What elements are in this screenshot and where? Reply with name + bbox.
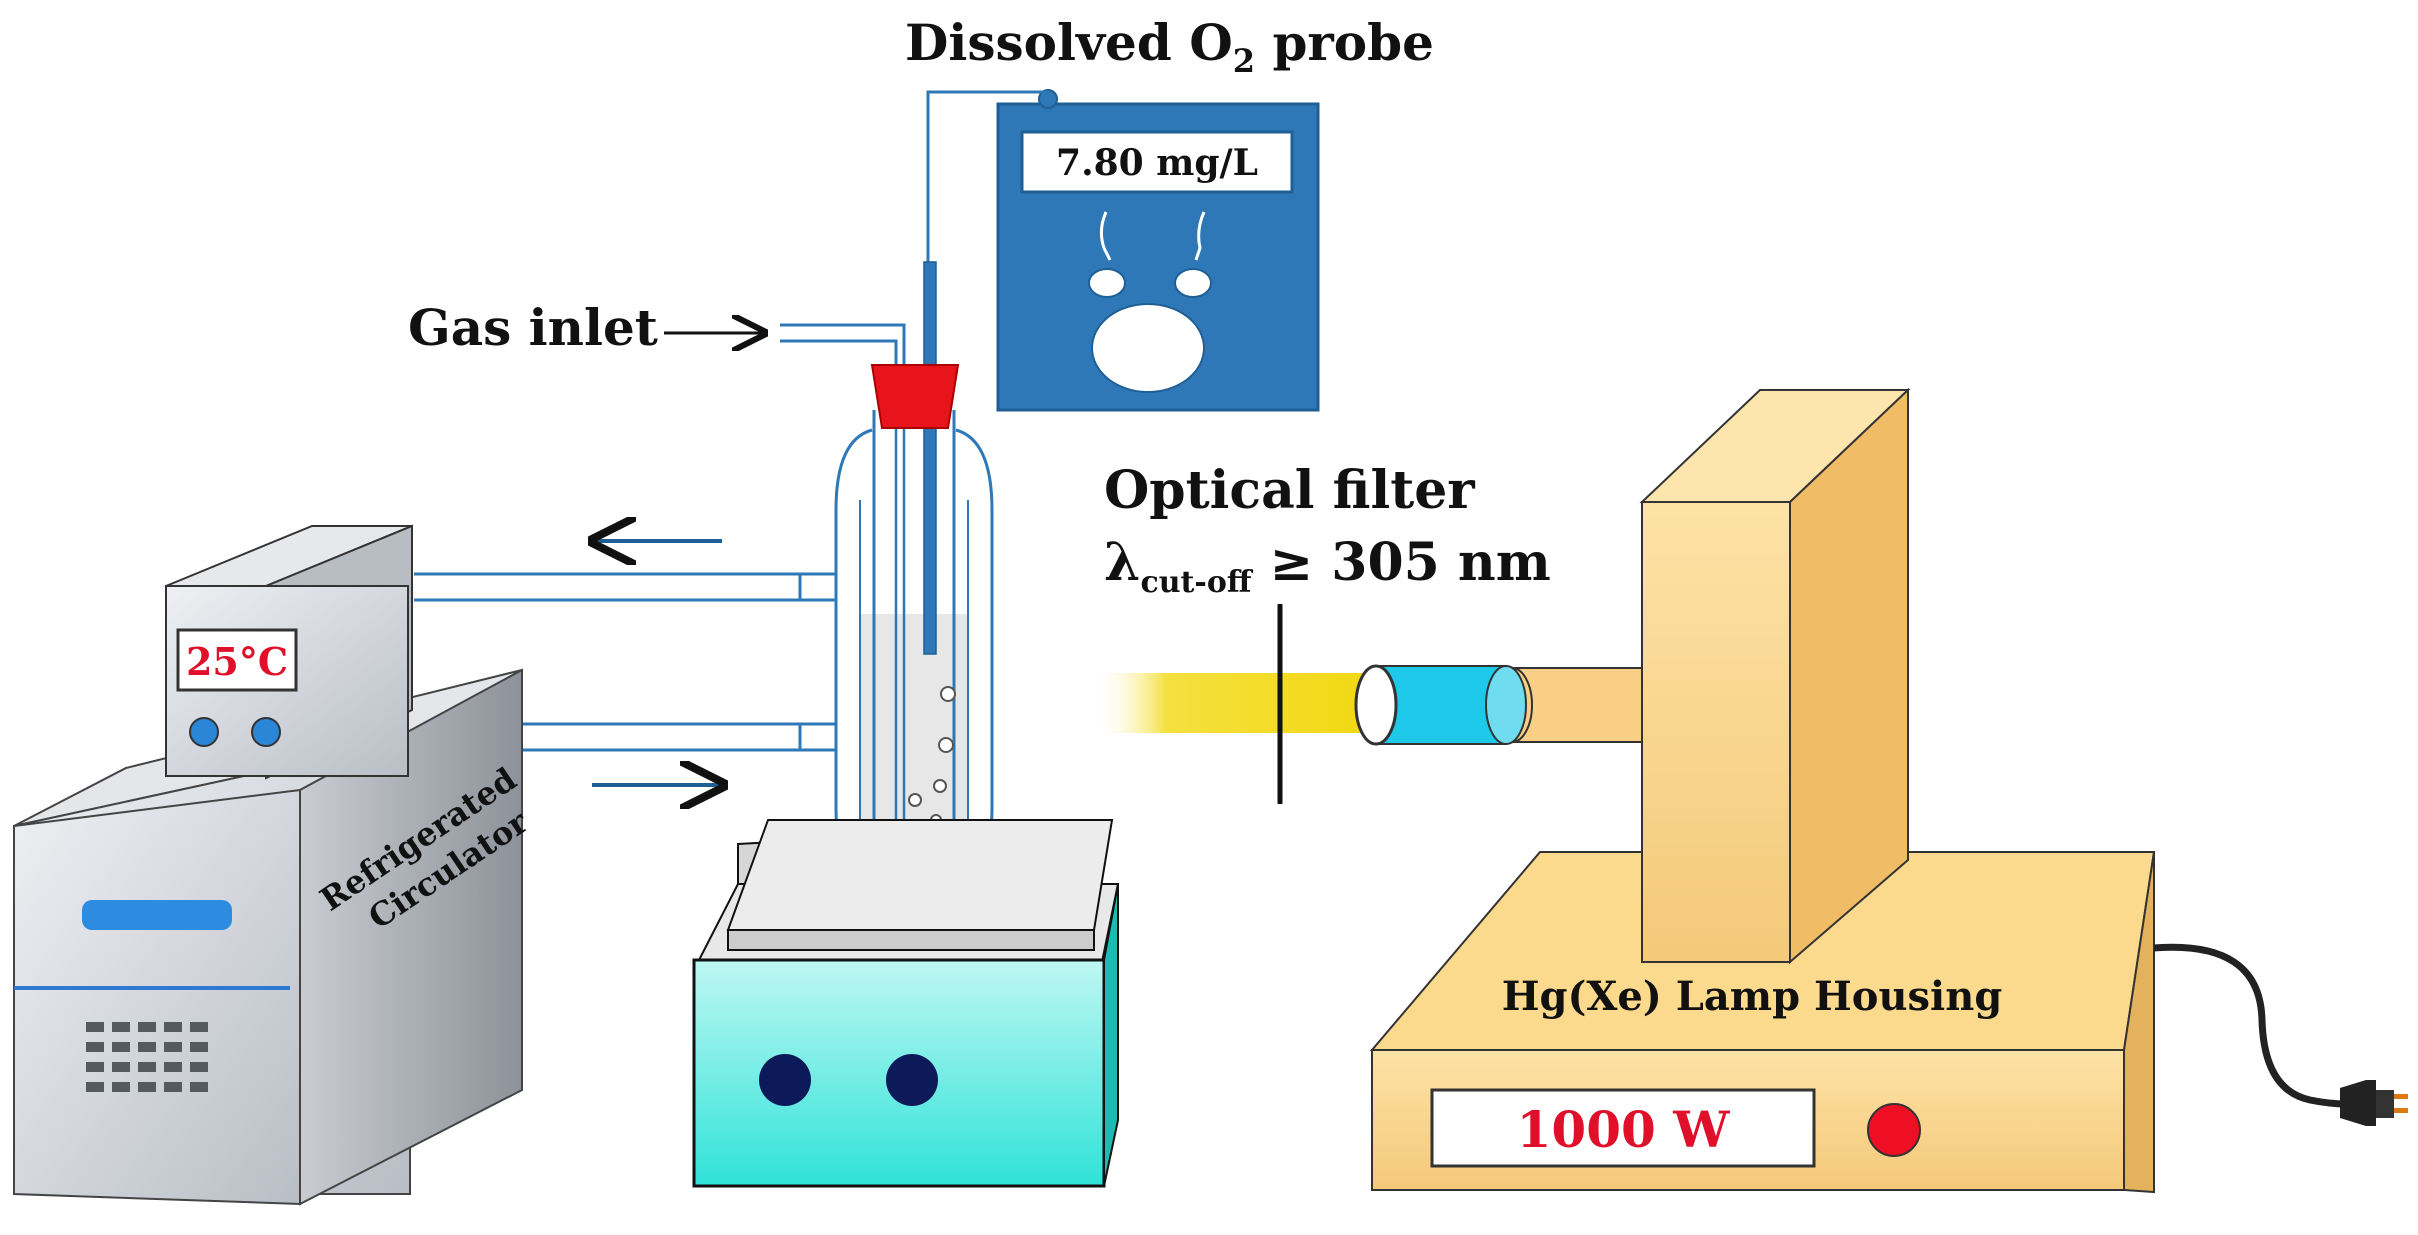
- meter-display: [1020, 130, 1294, 194]
- probe-label: Dissolved O2 probe: [905, 13, 1434, 80]
- gas-inlet-label: Gas inlet: [408, 298, 658, 357]
- stirrer-knob-left[interactable]: [759, 1054, 811, 1106]
- circulator-knob-right[interactable]: [251, 717, 281, 747]
- lamp-power-display: [1430, 1088, 1816, 1168]
- circulator-temp: 25°C: [186, 639, 288, 684]
- circulator-display: [176, 628, 298, 692]
- dissolved-o2-probe: [923, 261, 937, 655]
- gas-inlet-tube: [780, 323, 906, 365]
- lamp-power: 1000 W: [1517, 1100, 1731, 1159]
- filter-spec: λcut-off ≥ 305 nm: [1104, 532, 1551, 600]
- meter-port-left: [1088, 268, 1126, 298]
- stirrer-plate: [726, 819, 1114, 931]
- rubber-stopper: [870, 364, 960, 429]
- magnetic-stirrer: [692, 819, 1120, 1188]
- refrigerated-circulator: RefrigeratedCirculator 25°C: [13, 524, 536, 1206]
- probe-cable: [926, 90, 1048, 262]
- photoreactor-vessel: [834, 261, 994, 892]
- oxygen-meter: 7.80 mg/L: [996, 89, 1320, 412]
- lamp-housing-label: Hg(Xe) Lamp Housing: [1502, 973, 2003, 1020]
- coolant-tubing: [414, 572, 838, 752]
- light-beam: [1094, 673, 1384, 733]
- power-plug: [2340, 1080, 2408, 1126]
- meter-main-port: [1091, 303, 1205, 393]
- circulator-front-badge: [82, 900, 232, 930]
- lamp-housing: 1000 W Hg(Xe) Lamp Housing: [1354, 387, 2156, 1194]
- meter-reading: 7.80 mg/L: [1056, 142, 1258, 184]
- lamp-lens-tube: [1375, 665, 1507, 745]
- circulator-knob-left[interactable]: [189, 717, 219, 747]
- power-cord: [2153, 943, 2347, 1108]
- meter-port-right: [1174, 268, 1212, 298]
- filter-label: Optical filter: [1104, 460, 1475, 521]
- lamp-tower: [1641, 501, 1791, 963]
- stirrer-knob-right[interactable]: [886, 1054, 938, 1106]
- lamp-power-button[interactable]: [1867, 1103, 1921, 1157]
- circulator-vent-grille: [86, 1022, 208, 1092]
